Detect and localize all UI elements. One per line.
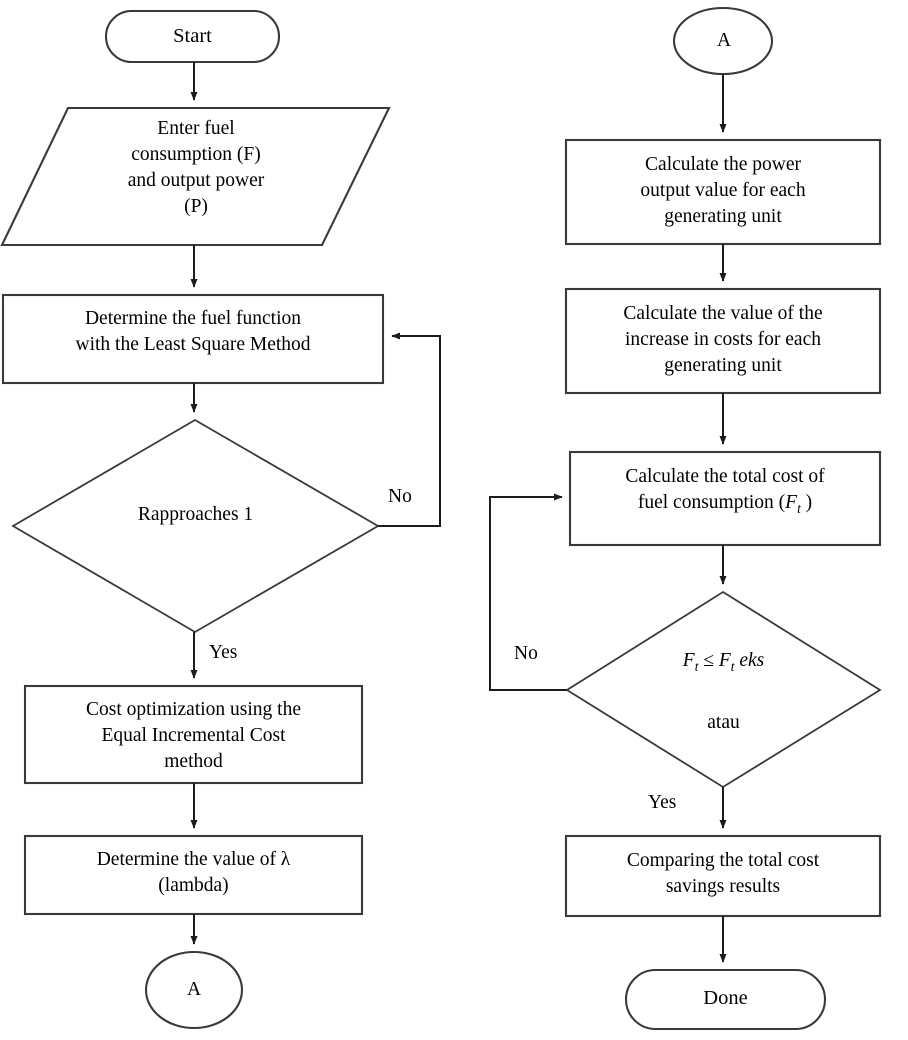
r-decision-no-label: No [388, 486, 412, 507]
start-terminator-shape [104, 9, 281, 64]
ft-decision-yes-label: Yes [648, 792, 677, 813]
total-cost-process-shape [568, 450, 882, 547]
cost-optimization-process-shape [23, 684, 364, 785]
connector-decision-no-loop [378, 332, 441, 527]
power-output-process-shape [564, 138, 882, 246]
r-decision-yes-label: Yes [209, 642, 238, 663]
lambda-process-shape [23, 834, 364, 916]
fuel-function-process-shape [1, 293, 385, 385]
connector-a-left-shape [144, 950, 244, 1030]
ft-decision-no-label: No [514, 643, 538, 664]
r-decision-diamond-shape [11, 418, 380, 634]
done-terminator-shape [624, 968, 827, 1031]
increase-costs-process-shape [564, 287, 882, 395]
input-parallelogram-shape [0, 106, 391, 247]
connector-a-right-shape [672, 6, 774, 76]
connector-ft-decision-no-loop [489, 493, 567, 691]
ft-decision-diamond-shape [565, 590, 882, 789]
comparing-process-shape [564, 834, 882, 918]
